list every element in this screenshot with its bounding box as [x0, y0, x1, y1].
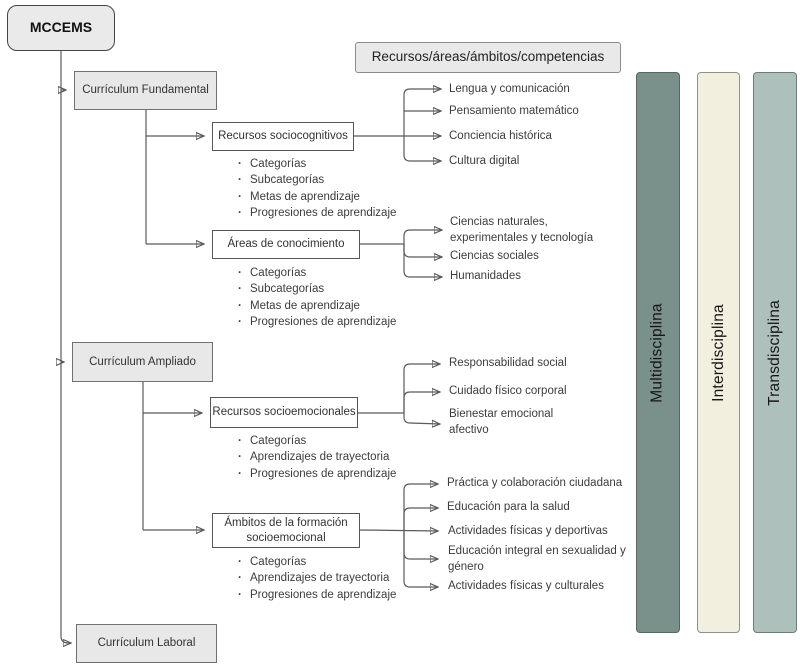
fundamental-connectors [145, 110, 204, 244]
list-item: Progresiones de aprendizaje [236, 587, 396, 604]
sociocognitivos-fan [354, 89, 441, 161]
list-item: Aprendizajes de trayectoria [236, 449, 396, 466]
list-item: Categorías [236, 156, 396, 173]
list-item: Subcategorías [236, 281, 396, 298]
node-curriculum-ampliado: Currículum Ampliado [72, 342, 213, 382]
leaf-pensamiento-matematico: Pensamiento matemático [449, 105, 579, 117]
node-areas-de-conocimiento: Áreas de conocimiento [212, 230, 360, 259]
ambitos-bullet-list: Categorías Aprendizajes de trayectoria P… [236, 554, 396, 604]
node-recursos-sociocognitivos: Recursos sociocognitivos [212, 122, 354, 151]
ampliado-connectors [142, 382, 204, 530]
bar-transdisciplina-label: Transdisciplina [766, 299, 783, 406]
leaf-educacion-integral-sexualidad-genero: Educación integral en sexualidad y géner… [448, 545, 626, 573]
list-item: Progresiones de aprendizaje [236, 314, 396, 331]
bar-multidisciplina-label: Multidisciplina [649, 302, 667, 403]
list-item: Categorías [236, 554, 396, 571]
node-curriculum-fundamental: Currículum Fundamental [74, 71, 217, 110]
list-item: Categorías [236, 265, 396, 282]
bar-transdisciplina: Transdisciplina [753, 72, 797, 633]
header-recursos-areas-ambitos-competencias: Recursos/áreas/ámbitos/competencias [355, 42, 621, 73]
bar-multidisciplina: Multidisciplina [636, 72, 680, 633]
leaf-ciencias-sociales: Ciencias sociales [450, 250, 539, 262]
ambitos-fan [359, 484, 438, 587]
sociocognitivos-bullet-list: Categorías Subcategorías Metas de aprend… [236, 156, 396, 222]
node-recursos-socioemocionales: Recursos socioemocionales [210, 397, 358, 428]
leaf-actividades-fisicas-deportivas: Actividades físicas y deportivas [448, 525, 608, 537]
areas-fan [360, 230, 442, 277]
list-item: Subcategorías [236, 172, 396, 189]
leaf-lengua-y-comunicacion: Lengua y comunicación [449, 83, 570, 95]
leaf-educacion-para-la-salud: Educación para la salud [447, 501, 570, 513]
list-item: Metas de aprendizaje [236, 298, 396, 315]
list-item: Metas de aprendizaje [236, 189, 396, 206]
areas-bullet-list: Categorías Subcategorías Metas de aprend… [236, 265, 396, 331]
node-ambitos-formacion-socioemocional: Ámbitos de la formación socioemocional [212, 513, 360, 548]
node-mccems: MCCEMS [7, 5, 115, 51]
node-curriculum-laboral: Currículum Laboral [76, 624, 217, 663]
trunk-connectors [61, 51, 71, 643]
socioemocionales-bullet-list: Categorías Aprendizajes de trayectoria P… [236, 433, 396, 483]
bar-interdisciplina: Interdisciplina [697, 72, 740, 633]
leaf-cuidado-fisico-corporal: Cuidado físico corporal [449, 385, 567, 397]
leaf-actividades-fisicas-culturales: Actividades físicas y culturales [448, 580, 604, 592]
leaf-ciencias-naturales: Ciencias naturales, experimentales y tec… [450, 216, 594, 244]
list-item: Aprendizajes de trayectoria [236, 570, 396, 587]
list-item: Progresiones de aprendizaje [236, 466, 396, 483]
socioemocionales-fan [358, 364, 440, 424]
leaf-cultura-digital: Cultura digital [449, 155, 520, 167]
list-item: Progresiones de aprendizaje [236, 205, 396, 222]
leaf-bienestar-emocional-afectivo: Bienestar emocional afectivo [449, 408, 554, 436]
leaf-responsabilidad-social: Responsabilidad social [449, 357, 567, 369]
leaf-humanidades: Humanidades [450, 270, 521, 282]
leaf-practica-colaboracion-ciudadana: Práctica y colaboración ciudadana [447, 477, 623, 489]
list-item: Categorías [236, 433, 396, 450]
leaf-conciencia-historica: Conciencia histórica [449, 130, 552, 142]
bar-interdisciplina-label: Interdisciplina [709, 303, 727, 402]
